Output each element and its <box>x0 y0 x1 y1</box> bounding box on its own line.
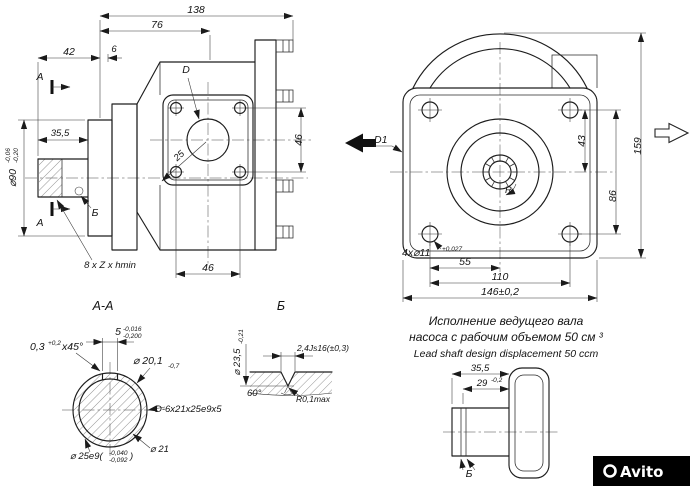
dim-25e9-close: ) <box>129 451 133 462</box>
dim-46-horiz: 46 <box>202 262 214 274</box>
pump-shaft-outline <box>37 158 89 198</box>
flow-arrow-left-icon <box>345 133 376 153</box>
mounting-square-plate <box>162 94 254 186</box>
section-aa: А-А 5 -0,016 -0,200 0,3 +0,2 x45° <box>30 299 222 464</box>
spline-spec: D-6x21x25e9x5 <box>155 404 222 415</box>
section-mark-a-top: A <box>35 71 43 83</box>
front-view: D1 R 43 86 159 55 110 146±0,2 4x⌀11 +0,0… <box>345 32 690 302</box>
groove-angle: 60° <box>247 388 262 399</box>
note-line-3: Lead shaft design displacement 50 ccm <box>414 348 599 360</box>
note-line-1: Исполнение ведущего вала <box>429 314 584 328</box>
dim-146: 146±0,2 <box>481 286 519 298</box>
section-b-dimensions <box>242 344 313 398</box>
shaft-cross-section <box>72 372 148 448</box>
watermark-background <box>593 456 690 486</box>
dim-42: 42 <box>63 46 75 58</box>
dim-159: 159 <box>632 137 644 155</box>
dim-d90-tol-low: -0,20 <box>13 148 20 163</box>
dim-d90-tol-up: -0,06 <box>5 148 12 163</box>
detail-dim-29: 29 <box>476 378 488 389</box>
dim-23-5-group: ⌀ 23,5 -0,21 <box>232 329 245 376</box>
dim-43-group: 43 <box>576 135 588 147</box>
dim-20-1: ⌀ 20,1 <box>133 355 163 367</box>
dim-25-group: 25 <box>171 148 187 164</box>
front-view-centerlines <box>390 42 616 272</box>
watermark: Avito <box>593 456 690 486</box>
hole-note-tol: +0,027 <box>442 246 462 253</box>
dim-d90-group: ⌀90 -0,06 -0,20 <box>5 148 20 187</box>
dim-110: 110 <box>492 271 509 283</box>
dim-46-vert-group: 46 <box>293 134 305 146</box>
dim-6: 6 <box>111 44 117 55</box>
flow-arrow-right-icon <box>654 122 690 144</box>
dim-86-group: 86 <box>607 190 619 202</box>
section-mark-a-bottom: A <box>35 217 43 229</box>
dim-25: 25 <box>171 148 187 164</box>
rear-bolts <box>275 39 294 239</box>
side-view-dimensions <box>18 12 306 278</box>
note-line-2: насоса с рабочим объемом 50 см ³ <box>409 330 604 344</box>
groove-profile <box>240 371 333 396</box>
dim-25e9: ⌀ 25e9( <box>70 451 103 462</box>
label-r: R <box>505 185 512 196</box>
groove-radius: R0,1max <box>296 394 331 404</box>
dim-159-group: 159 <box>632 137 644 155</box>
section-b-title: Б <box>277 299 285 313</box>
front-view-outline <box>402 33 598 259</box>
label-d: D <box>182 64 190 76</box>
dim-43: 43 <box>576 135 588 147</box>
dim-46-vert: 46 <box>293 134 305 146</box>
detail-label-b: Б <box>466 468 473 480</box>
spline-note: 8 x Z x hmin <box>84 260 136 271</box>
dim-76: 76 <box>151 19 163 31</box>
pump-body-outline <box>87 39 294 251</box>
dim-5-tol-low: -0,200 <box>123 333 142 340</box>
detail-dim-29-tol: -0,2 <box>491 377 503 384</box>
chamfer-tol: +0,2 <box>48 340 61 347</box>
dim-86: 86 <box>607 190 619 202</box>
watermark-brand: Avito <box>620 463 663 481</box>
side-view: 138 76 42 6 A A 35,5 ⌀90 -0,06 -0,20 D 2… <box>5 4 312 278</box>
chamfer-suffix: x45° <box>61 341 83 353</box>
side-view-centerlines <box>25 82 312 265</box>
front-view-dimensions <box>374 32 646 302</box>
spline-bore-teeth <box>483 155 517 189</box>
section-b: Б ⌀ 23,5 -0,21 2,4Js16(±0,3) 60 <box>232 299 349 404</box>
shaft-detail-outline <box>451 367 550 479</box>
groove-width-dim: 2,4Js16(±0,3) <box>296 343 349 353</box>
section-aa-title: А-А <box>92 299 114 313</box>
note-block: Исполнение ведущего вала насоса с рабочи… <box>409 314 604 360</box>
dim-23-5-tol: -0,21 <box>238 329 245 344</box>
label-b-side: Б <box>92 207 99 219</box>
shaft-detail: 35,5 29 -0,2 Б <box>443 363 558 480</box>
dim-138: 138 <box>187 4 205 16</box>
dim-55: 55 <box>459 256 471 268</box>
chamfer-value: 0,3 <box>30 341 45 353</box>
avito-logo-icon <box>603 464 617 478</box>
dim-21: ⌀ 21 <box>150 444 169 455</box>
label-d1: D1 <box>374 134 387 146</box>
detail-dim-35-5: 35,5 <box>471 363 490 374</box>
dim-5-tol-up: -0,016 <box>123 326 142 333</box>
dim-25e9-tol-up: -0,040 <box>109 450 128 457</box>
shaft-detail-dimensions <box>451 370 510 471</box>
dim-5: 5 <box>115 326 121 338</box>
dim-25e9-tol-low: -0,092 <box>109 457 128 464</box>
dim-23-5: ⌀ 23,5 <box>232 348 243 376</box>
dim-20-1-tol: -0,7 <box>168 363 180 370</box>
section-aa-dimensions <box>75 338 166 453</box>
dim-d90: ⌀90 <box>7 169 19 187</box>
dim-35-5: 35,5 <box>51 128 70 139</box>
hole-note: 4x⌀11 <box>402 247 430 259</box>
